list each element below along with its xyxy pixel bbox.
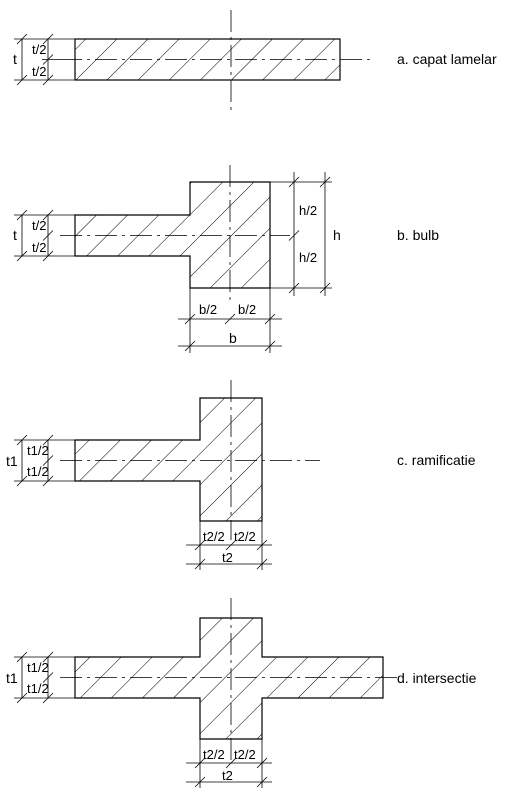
dim-h: h (333, 227, 341, 243)
dim-b-half-right: b/2 (238, 302, 256, 317)
intersection-shape (74, 617, 384, 740)
dim-t2-half-right: t2/2 (234, 747, 256, 762)
dim-t1-half-bottom: t1/2 (27, 681, 49, 696)
dim-t2: t2 (222, 768, 233, 783)
dim-t-half-top: t/2 (32, 42, 46, 57)
thickness-dimension (14, 33, 75, 86)
dim-b: b (229, 330, 237, 346)
panel-b: t t/2 t/2 h/2 h/2 h (13, 165, 439, 353)
dim-t: t (13, 51, 17, 67)
width-dimension (178, 288, 282, 353)
dim-b-half-left: b/2 (199, 302, 217, 317)
dim-t2: t2 (222, 550, 233, 565)
caption-a: a. capat lamelar (397, 51, 497, 67)
dim-t1-half-top: t1/2 (27, 660, 49, 675)
caption-b: b. bulb (397, 227, 439, 243)
dim-t1: t1 (6, 670, 18, 686)
panel-c: t1 t1/2 t1/2 t2/2 t2/2 t2 c. ramificatie (6, 380, 476, 570)
bulb-shape (74, 181, 271, 289)
dim-t-half-top: t/2 (32, 218, 46, 233)
dim-t: t (13, 227, 17, 243)
dim-t2-half-left: t2/2 (203, 529, 225, 544)
dim-h-half-top: h/2 (299, 203, 317, 218)
dim-t-half-bottom: t/2 (32, 64, 46, 79)
panel-a: t t/2 t/2 a. capat lamelar (13, 10, 497, 112)
caption-d: d. intersectie (397, 670, 477, 686)
thickness-dimension (14, 651, 75, 704)
width-dimension (186, 521, 272, 570)
height-dimension (270, 172, 332, 296)
dim-t-half-bottom: t/2 (32, 240, 46, 255)
dim-t2-half-left: t2/2 (203, 747, 225, 762)
dim-h-half-bottom: h/2 (299, 250, 317, 265)
dim-t1-half-top: t1/2 (27, 443, 49, 458)
caption-c: c. ramificatie (397, 452, 476, 468)
thickness-dimension (14, 209, 75, 262)
panel-d: t1 t1/2 t1/2 t2/2 t2/2 t2 d. intersectie (6, 598, 477, 788)
dim-t1-half-bottom: t1/2 (27, 464, 49, 479)
thickness-dimension (14, 434, 75, 487)
width-dimension (186, 739, 272, 788)
branch-shape (74, 397, 263, 522)
dim-t1: t1 (6, 453, 18, 469)
dim-t2-half-right: t2/2 (234, 529, 256, 544)
